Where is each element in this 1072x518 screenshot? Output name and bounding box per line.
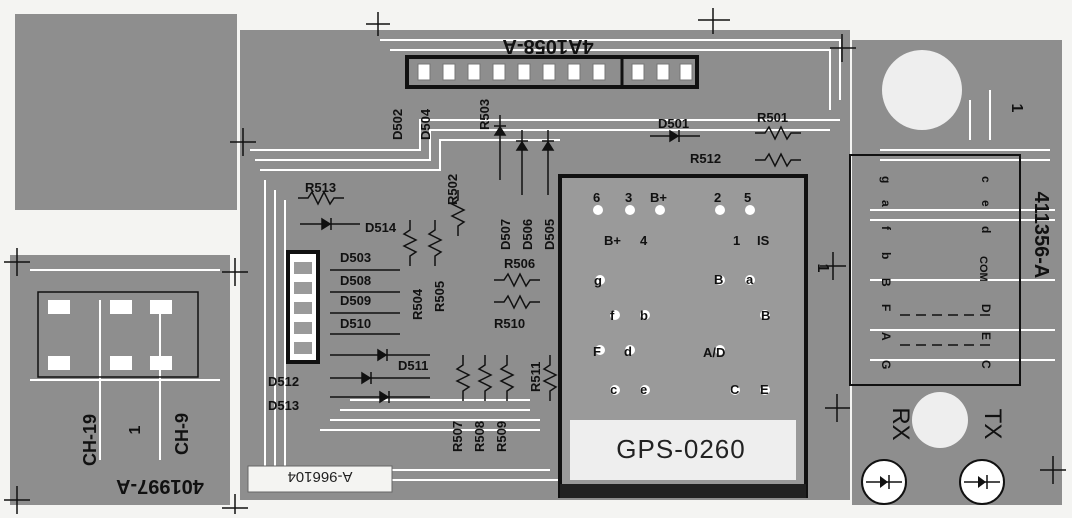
top-connector-outline (405, 55, 699, 89)
left-connector (286, 250, 320, 364)
right-pin-A: A (879, 332, 893, 341)
r509-label: R509 (494, 421, 509, 452)
r513-label: R513 (305, 180, 336, 195)
ch19-label: CH-19 (80, 414, 100, 466)
right-pin-E: E (979, 332, 993, 340)
tx-led (959, 459, 1005, 505)
right-pin-b: b (879, 252, 893, 259)
d510-label: D510 (340, 316, 371, 331)
d511-label: D511 (398, 358, 428, 373)
bottom-left-connector-label: 401997-A (116, 475, 204, 497)
top-connector-pads (417, 63, 693, 81)
d514-label: D514 (365, 220, 397, 235)
d508-label: D508 (340, 273, 371, 288)
r506-label: R506 (504, 256, 535, 271)
right-pin-c: c (979, 176, 993, 183)
pin1-left-label: 1 (127, 425, 144, 434)
module-pin-bplus-1: B+ (650, 190, 667, 205)
resistor-symbols (298, 125, 801, 401)
pin1-right-mid-label: 1 (814, 264, 831, 273)
right-connector (849, 50, 1021, 448)
module-pin-1: 1 (733, 233, 740, 248)
right-pin-C: C (979, 360, 993, 369)
gps-module-label-area (570, 420, 796, 480)
module-pin-C: C (730, 382, 740, 397)
right-pin-D: D (979, 304, 993, 313)
copper-pour-top-left (15, 14, 237, 210)
gps-module-bottom-bar (560, 484, 806, 498)
bottom-left-connector (37, 291, 199, 378)
d504-label: D504 (418, 108, 433, 140)
r508-label: R508 (472, 421, 487, 452)
module-pin-b-right: B (761, 308, 770, 323)
d513-label: D513 (268, 398, 299, 413)
tx-label: TX (979, 409, 1006, 440)
r510-label: R510 (494, 316, 525, 331)
pin1-right-top-label: 1 (1008, 104, 1025, 113)
module-pin-5: 5 (744, 190, 751, 205)
module-pin-f: f (610, 308, 615, 323)
module-pin-4: 4 (640, 233, 648, 248)
r505-label: R505 (432, 281, 447, 312)
module-pin-ad: A/D (703, 345, 725, 360)
d507-label: D507 (498, 219, 513, 250)
trace-pattern (30, 39, 1055, 490)
d509-label: D509 (340, 293, 371, 308)
right-pin-f: f (879, 226, 893, 231)
r503-label: R503 (477, 99, 492, 130)
top-connector (405, 55, 699, 89)
d503-label: D503 (340, 250, 371, 265)
module-pin-a: a (746, 272, 754, 287)
r507-label: R507 (450, 421, 465, 452)
rx-label: RX (887, 407, 914, 440)
gps-module (558, 174, 808, 498)
right-pin-a: a (879, 200, 893, 207)
d506-label: D506 (520, 219, 535, 250)
diode-symbols (300, 115, 700, 404)
r502-label: R502 (445, 174, 460, 205)
module-pin-6: 6 (593, 190, 600, 205)
bottom-code-label: A-966104 (287, 468, 352, 485)
r504-label: R504 (410, 288, 425, 320)
gps-module-label: GPS-0260 (616, 434, 745, 464)
module-pin-d: d (624, 344, 632, 359)
right-bottom-mount-hole (912, 392, 968, 448)
right-connector-label: 411356-A (1030, 192, 1052, 279)
registration-marks (4, 8, 1066, 514)
module-pin-3: 3 (625, 190, 632, 205)
right-pin-d: d (979, 226, 993, 233)
d505-label: D505 (542, 219, 557, 250)
right-top-mount-hole (882, 50, 962, 130)
r501-label: R501 (757, 110, 788, 125)
module-pin-F: F (593, 344, 601, 359)
right-pin-e: e (979, 200, 993, 207)
module-pin-g: g (594, 273, 602, 288)
ch9-label: CH-9 (172, 413, 192, 455)
module-pin-c: c (610, 382, 617, 397)
d501-label: D501 (658, 116, 689, 131)
module-pin-bplus-2: B+ (604, 233, 621, 248)
r512-label: R512 (690, 151, 721, 166)
right-pin-F: F (879, 304, 893, 311)
right-connector-outline (849, 154, 1021, 386)
module-pin-b-lower: b (640, 308, 648, 323)
d512-label: D512 (268, 374, 299, 389)
right-pin-B: B (879, 278, 893, 287)
module-pin-E: E (760, 382, 769, 397)
top-connector-label: 4A1058-A (502, 35, 593, 57)
r511-label: R511 (528, 362, 543, 392)
right-pin-com: COM (977, 256, 989, 282)
module-pin-e: e (640, 382, 647, 397)
right-pin-G: G (879, 360, 893, 369)
right-pin-g: g (879, 176, 893, 183)
module-pin-b-upper: B (714, 272, 723, 287)
bottom-code-box (247, 465, 393, 493)
module-pin-2: 2 (714, 190, 721, 205)
rx-led (861, 459, 907, 505)
d502-label: D502 (390, 109, 405, 140)
module-pin-is: IS (757, 233, 770, 248)
